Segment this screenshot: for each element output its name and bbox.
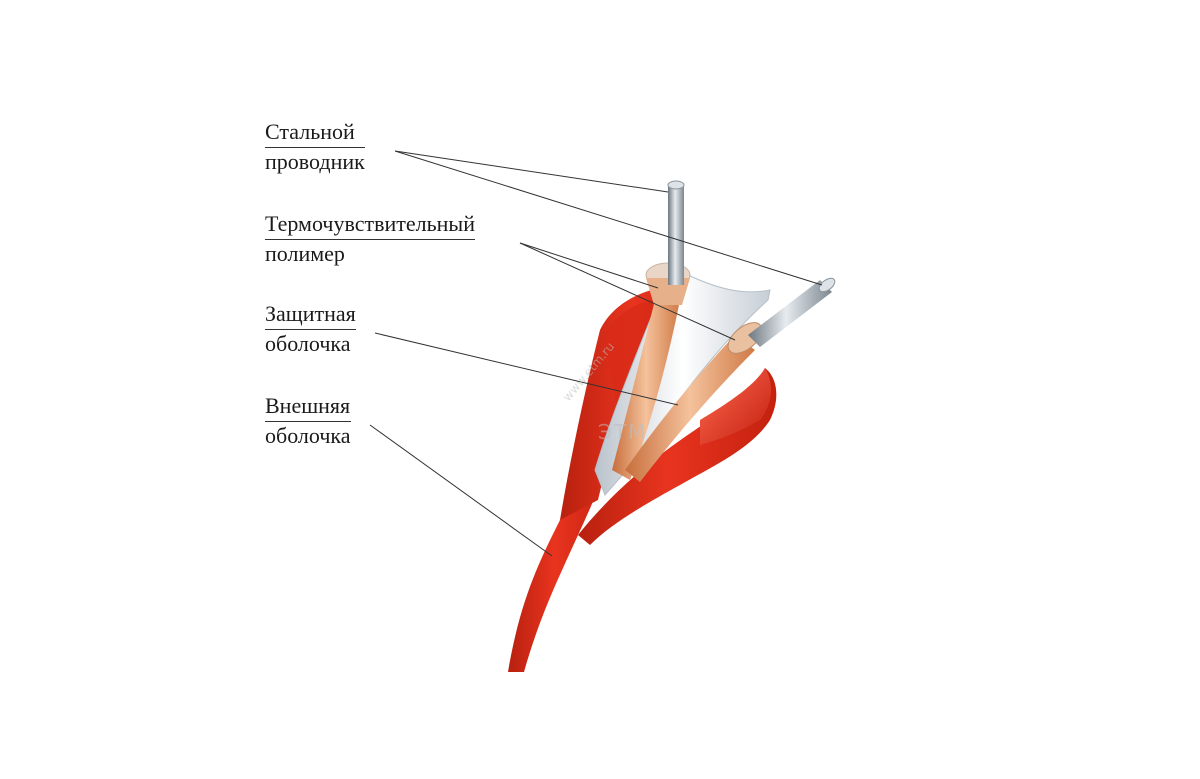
leader-lines — [369, 150, 823, 557]
leader-polymer-1 — [519, 242, 659, 289]
label-thermo-polymer-line1: Термочувствительный — [265, 210, 475, 240]
label-outer-sheath-line1: Внешняя — [265, 392, 351, 422]
label-thermo-polymer-line2: полимер — [265, 241, 345, 266]
label-outer-sheath-line2: оболочка — [265, 423, 351, 448]
label-steel-conductor-line2: проводник — [265, 149, 365, 174]
steel-conductor-left-tip — [667, 180, 685, 190]
leader-outer — [369, 424, 553, 557]
polymer-right-top — [727, 322, 763, 354]
leader-steel-2 — [394, 150, 823, 286]
steel-conductor-left — [668, 185, 684, 285]
polymer-right — [625, 335, 755, 482]
label-steel-conductor: Стальной проводник — [265, 118, 365, 176]
watermark-brand: ЭТМ — [598, 420, 648, 444]
label-outer-sheath: Внешняя оболочка — [265, 392, 351, 450]
label-protective-sheath-line2: оболочка — [265, 331, 351, 356]
leader-polymer-2 — [519, 242, 736, 341]
leader-protective — [374, 332, 679, 406]
label-protective-sheath: Защитная оболочка — [265, 300, 356, 358]
label-thermo-polymer: Термочувствительный полимер — [265, 210, 475, 268]
leader-steel-1 — [394, 150, 669, 193]
label-steel-conductor-line1: Стальной — [265, 118, 365, 148]
outer-sheath-left-flap-inner — [605, 292, 718, 430]
outer-sheath-right-flap-inner — [700, 368, 772, 445]
polymer-left — [612, 300, 680, 480]
label-protective-sheath-line1: Защитная — [265, 300, 356, 330]
steel-conductor-right — [748, 280, 832, 347]
steel-conductor-right-tip — [818, 277, 836, 293]
